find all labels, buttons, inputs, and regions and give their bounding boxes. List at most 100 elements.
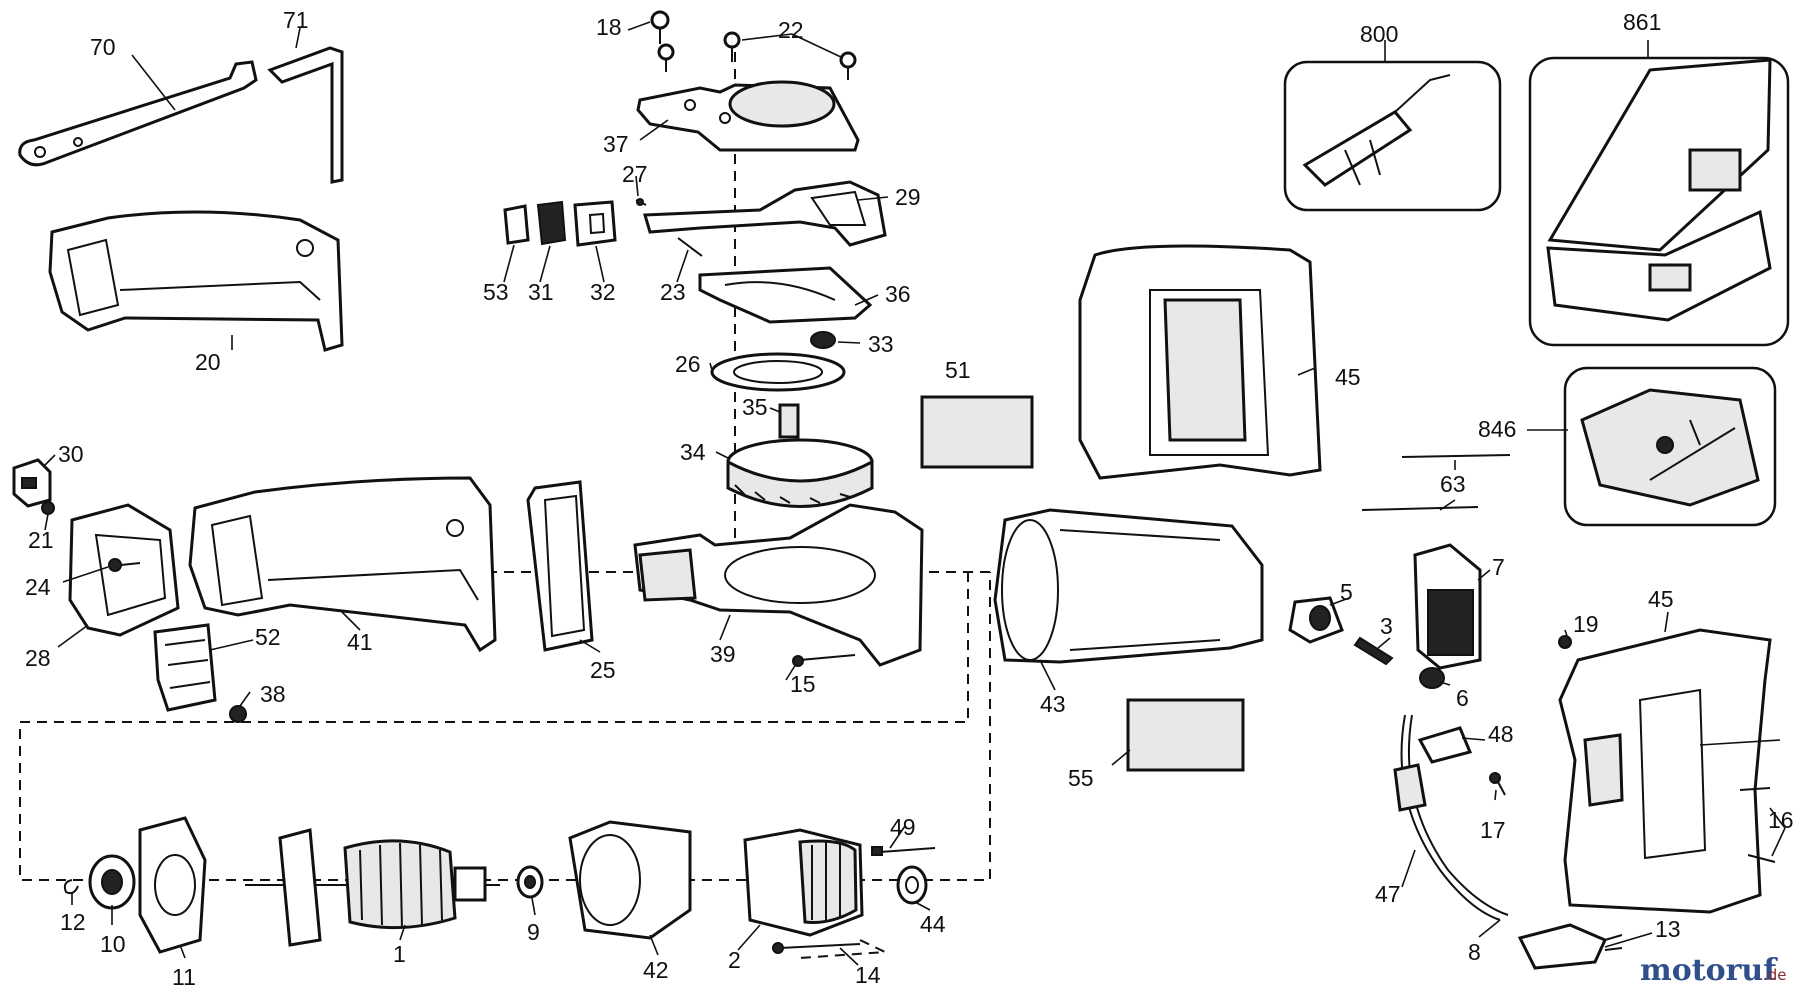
watermark-suffix: .de: [1763, 966, 1787, 984]
blades-63-drawing: [1361, 454, 1511, 511]
cord-clamp-48-drawing: [1417, 726, 1473, 764]
armature-1-drawing: [245, 828, 500, 947]
part-55-label: 55: [1068, 765, 1094, 791]
brush-holder-5-drawing: [1288, 596, 1344, 644]
screw-18-drawing: [650, 10, 675, 72]
clamp-30-drawing: [12, 458, 52, 508]
bushing-44-drawing: [896, 865, 928, 905]
part-800-label: 800: [1360, 21, 1398, 47]
part-33-label: 33: [868, 331, 894, 357]
part-2-label: 2: [728, 947, 741, 973]
wrench-70-drawing: [18, 60, 258, 167]
part-37-label: 37: [603, 131, 629, 157]
case-861-box: [1528, 56, 1790, 347]
screw-14-drawing: [772, 942, 861, 954]
part-42-label: 42: [643, 957, 669, 983]
part-16-label: 16: [1768, 807, 1794, 833]
plug-13-drawing: [1517, 923, 1623, 970]
part-34-label: 34: [680, 439, 706, 465]
part-22-label: 22: [778, 17, 804, 43]
plate-52-drawing: [153, 623, 217, 712]
part-30-label: 30: [58, 441, 84, 467]
part-10-label: 10: [100, 931, 126, 957]
boot-41-drawing: [188, 476, 497, 653]
part-6-label: 6: [1456, 685, 1469, 711]
part-25-label: 25: [590, 657, 616, 683]
part-14-label: 14: [855, 962, 881, 988]
part-38-label: 38: [260, 681, 286, 707]
pin-27-drawing: [635, 198, 647, 206]
part-39-label: 39: [710, 641, 736, 667]
spring-3-drawing: [1353, 636, 1394, 666]
label-55-drawing: [1126, 698, 1245, 772]
part-23-label: 23: [660, 279, 686, 305]
part-28-label: 28: [25, 645, 51, 671]
part-19-label: 19: [1573, 611, 1599, 637]
screw-22-drawing: [723, 31, 857, 80]
part-52-label: 52: [255, 624, 281, 650]
part-3-label: 3: [1380, 613, 1393, 639]
handle-20-drawing: [48, 210, 344, 352]
part-51-label: 51: [945, 357, 971, 383]
part-24-label: 24: [25, 574, 51, 600]
part-13-label: 13: [1655, 916, 1681, 942]
wire-49-drawing: [871, 846, 936, 856]
part-63-label: 63: [1440, 471, 1466, 497]
kit-846-box: [1563, 366, 1777, 527]
plate-36-drawing: [698, 266, 873, 324]
ring-12-drawing: [63, 879, 79, 895]
part-7-label: 7: [1492, 554, 1505, 580]
part-44-label: 44: [920, 911, 946, 937]
part-861-label: 861: [1623, 9, 1661, 35]
part-32-label: 32: [590, 279, 616, 305]
motor-housing-43-drawing: [993, 508, 1264, 664]
part-31-label: 31: [528, 279, 554, 305]
leader-lines: [44, 21, 1786, 966]
bearing-ring-26-drawing: [710, 352, 846, 392]
part-41-label: 41: [347, 629, 373, 655]
fan-shroud-42-drawing: [568, 820, 692, 940]
switch-7-drawing: [1413, 543, 1482, 670]
screw-15-drawing: [792, 654, 856, 667]
gear-housing-cover-37-drawing: [636, 80, 860, 152]
bushing-33-drawing: [810, 331, 836, 349]
part-49-label: 49: [890, 814, 916, 840]
cord-47-drawing: [1393, 714, 1509, 921]
part-18-label: 18: [596, 14, 622, 40]
screw-38-drawing: [229, 705, 247, 723]
part-26-label: 26: [675, 351, 701, 377]
kit-800-box: [1283, 60, 1502, 212]
part-11-label: 11: [172, 964, 196, 990]
field-2-drawing: [743, 828, 864, 937]
screw-19-drawing: [1558, 635, 1572, 649]
part-12-label: 12: [60, 909, 86, 935]
part-71-label: 71: [283, 7, 309, 33]
housing-45-top-drawing: [1078, 244, 1322, 480]
lever-29-drawing: [643, 180, 887, 247]
part-27-label: 27: [622, 161, 648, 187]
part-35-label: 35: [742, 394, 768, 420]
screw-16-drawing: [1739, 787, 1776, 863]
baffle-11-drawing: [138, 816, 207, 954]
part-29-label: 29: [895, 184, 921, 210]
hex-key-71-drawing: [267, 46, 344, 184]
part-48-label: 48: [1488, 721, 1514, 747]
part-1-label: 1: [393, 941, 406, 967]
brush-parts-drawing: [503, 200, 617, 247]
bearing-9-drawing: [516, 865, 544, 899]
handle-housing-45-bottom-drawing: [1558, 628, 1772, 914]
watermark-brand: motoruf: [1640, 953, 1778, 988]
gear-34-drawing: [726, 438, 874, 508]
cap-6-drawing: [1419, 667, 1445, 689]
part-45-bottom-label: 45: [1648, 586, 1674, 612]
part-70-label: 70: [90, 34, 116, 60]
bearing-10-drawing: [88, 854, 136, 910]
part-17-label: 17: [1480, 817, 1506, 843]
part-53-label: 53: [483, 279, 509, 305]
pin-35-drawing: [778, 403, 800, 439]
screw-21-drawing: [41, 501, 55, 515]
part-21-label: 21: [28, 527, 54, 553]
